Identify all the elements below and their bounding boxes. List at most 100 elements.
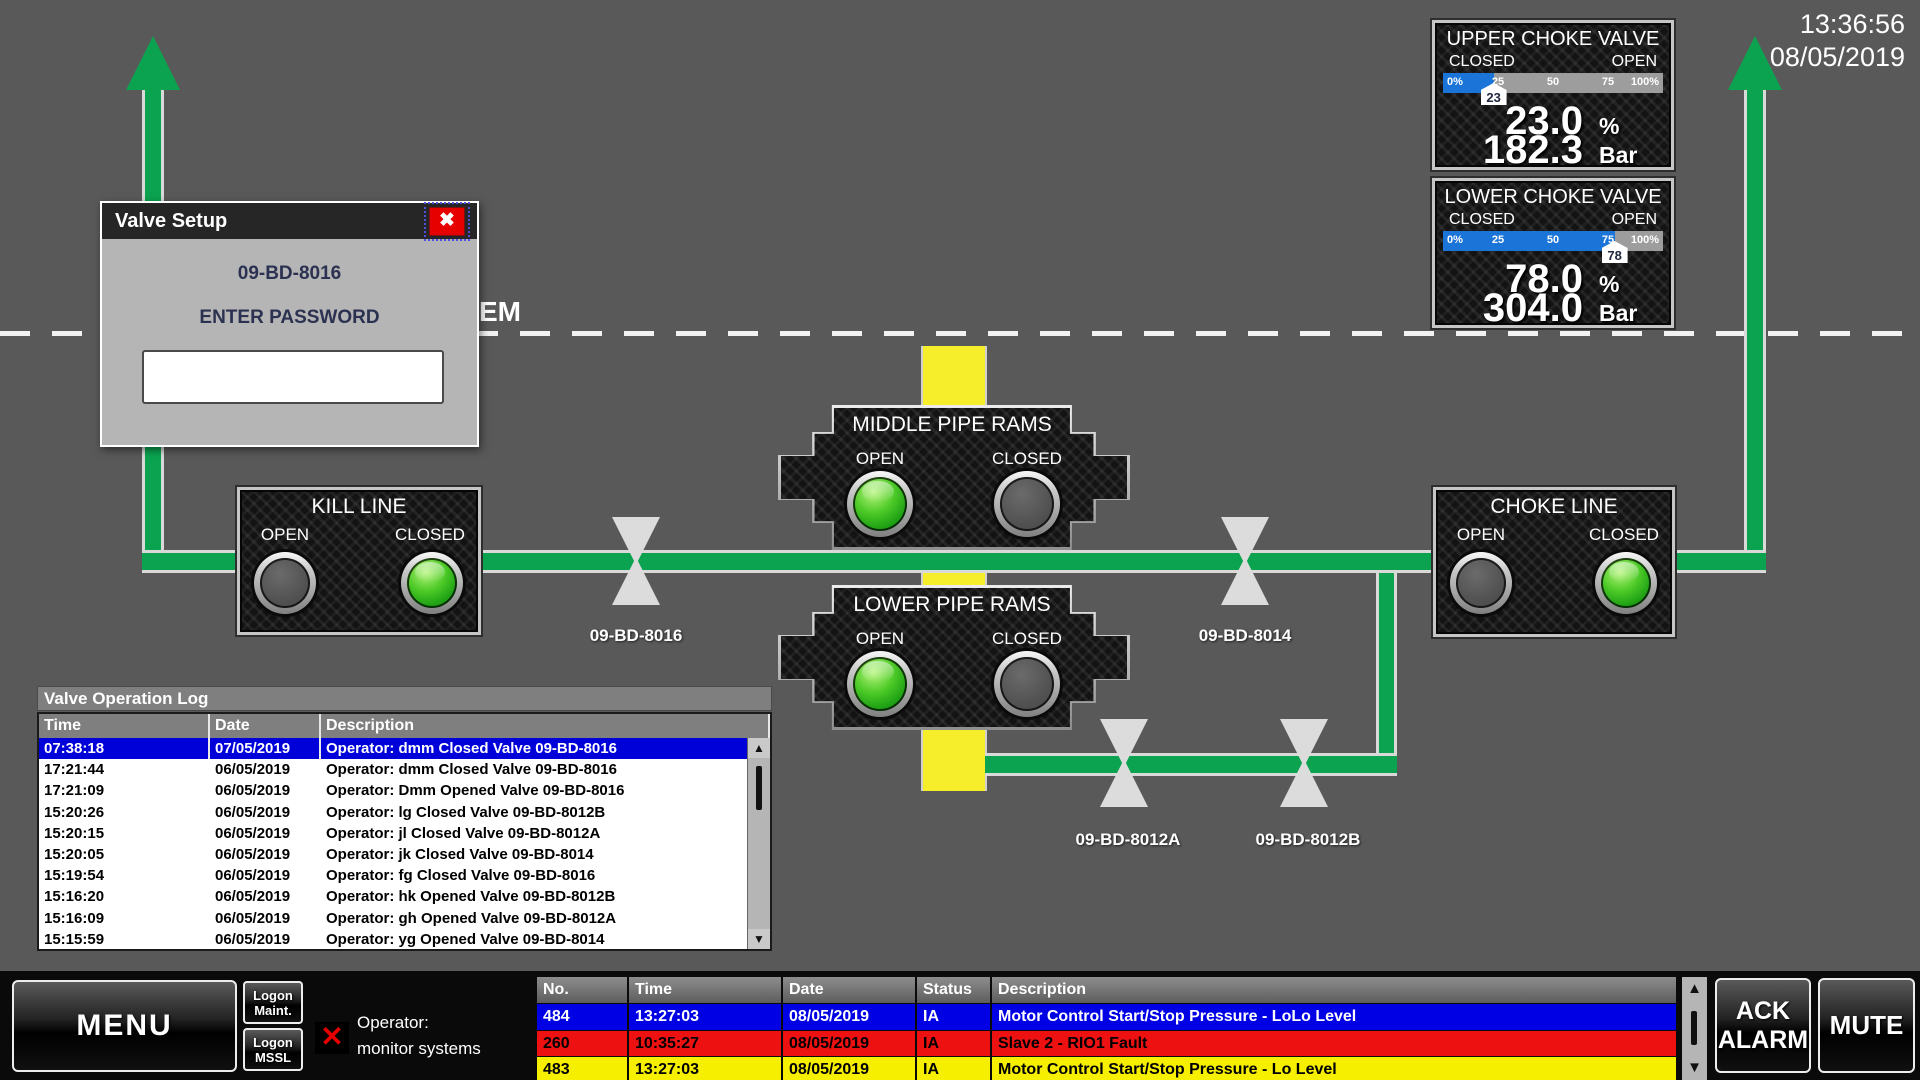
dialog-title: Valve Setup: [115, 210, 228, 232]
upper-choke-pointer: 23: [1480, 83, 1507, 105]
middle-rams-closed-label: CLOSED: [992, 449, 1062, 468]
choke-line-open-label: OPEN: [1456, 525, 1506, 544]
password-input[interactable]: [142, 350, 444, 404]
log-header-row: Time Date Description: [39, 714, 770, 738]
choke-line-closed-lamp[interactable]: [1595, 552, 1657, 614]
page-title-fragment: EM: [479, 296, 521, 327]
alarm-scroll-up-icon[interactable]: ▲: [1682, 977, 1707, 1001]
close-icon[interactable]: ✖: [424, 202, 470, 241]
valve-label-8012B: 09-BD-8012B: [1255, 830, 1361, 849]
clock-time: 13:36:56: [1799, 9, 1905, 39]
kill-line-closed-lamp[interactable]: [401, 552, 463, 614]
valve-setup-dialog: Valve Setup ✖ 09-BD-8016 ENTER PASSWORD: [100, 201, 479, 447]
upper-choke-pressure-unit: Bar: [1599, 142, 1638, 168]
lower-rams-body: [781, 588, 1127, 727]
choke-line-title: CHOKE LINE: [1490, 495, 1618, 518]
lower-choke-percent-value: 78.0: [1505, 257, 1583, 301]
ack-alarm-button[interactable]: ACK ALARM: [1715, 978, 1811, 1073]
choke-branch-down-pipe: [1376, 552, 1397, 776]
middle-rams-body: [781, 408, 1127, 547]
alarm-scrollbar-thumb[interactable]: [1691, 1011, 1697, 1045]
choke-line-riser-pipe: [1744, 86, 1766, 571]
upper-choke-percent-value: 23.0: [1505, 99, 1583, 143]
lower-choke-pressure-unit: Bar: [1599, 300, 1638, 326]
middle-rams-title: MIDDLE PIPE RAMS: [852, 413, 1052, 436]
dialog-password-prompt: ENTER PASSWORD: [199, 307, 380, 328]
lower-choke-position-bar: 0% 25 50 75 100% 78: [1443, 231, 1663, 263]
alarm-header-row: No. Time Date Status Description: [537, 977, 1678, 1003]
log-title: Valve Operation Log: [37, 686, 772, 711]
scroll-down-icon[interactable]: ▼: [748, 929, 770, 949]
lower-pipe-rams-panel: LOWER PIPE RAMS OPEN CLOSED: [778, 585, 1130, 730]
log-col-date: Date: [210, 714, 321, 738]
lower-rams-closed-lamp[interactable]: [994, 651, 1060, 717]
scroll-up-icon[interactable]: ▲: [748, 738, 770, 758]
lower-choke-valve-indicator: LOWER CHOKE VALVE CLOSED OPEN 0% 25 50 7…: [1432, 178, 1674, 330]
alarm-scrollbar[interactable]: ▲ ▼: [1682, 977, 1707, 1080]
middle-rams-open-lamp[interactable]: [847, 471, 913, 537]
valve-label-8012A: 09-BD-8012A: [1075, 830, 1181, 849]
log-col-description: Description: [321, 714, 770, 738]
upper-choke-percent-unit: %: [1599, 113, 1620, 139]
middle-rams-open-label: OPEN: [855, 449, 905, 468]
lower-branch-pipe: [985, 753, 1397, 776]
upper-choke-valve-indicator: UPPER CHOKE VALVE CLOSED OPEN 0% 25 50 7…: [1432, 20, 1674, 172]
lower-choke-percent-unit: %: [1599, 271, 1620, 297]
dialog-titlebar[interactable]: Valve Setup ✖: [102, 202, 477, 241]
upper-choke-title: UPPER CHOKE VALVE: [1446, 28, 1660, 50]
log-scrollbar-thumb[interactable]: [756, 766, 762, 810]
upper-choke-open-label: OPEN: [1611, 53, 1657, 70]
upper-choke-closed-label: CLOSED: [1449, 53, 1515, 70]
lower-choke-pointer: 78: [1601, 241, 1628, 263]
valve-label-8014: 09-BD-8014: [1198, 626, 1292, 645]
kill-line-flow-arrow: [126, 36, 180, 90]
mute-button[interactable]: MUTE: [1818, 978, 1915, 1073]
upper-choke-pressure-value: 182.3: [1482, 128, 1583, 172]
logon-mssl-button[interactable]: Logon MSSL: [243, 1028, 303, 1071]
logon-maint-button[interactable]: Logon Maint.: [243, 981, 303, 1024]
lower-choke-open-label: OPEN: [1611, 211, 1657, 228]
dashed-separator-line: [0, 331, 1920, 336]
middle-rams-closed-lamp[interactable]: [994, 471, 1060, 537]
lower-rams-open-label: OPEN: [855, 629, 905, 648]
valve-operation-log: Valve Operation Log Time Date Descriptio…: [37, 686, 772, 951]
clock-date: 08/05/2019: [1769, 42, 1905, 72]
kill-line-panel: KILL LINE OPEN CLOSED: [237, 487, 481, 635]
bottom-bar: MENU Logon Maint. Logon MSSL ✕ Operator:…: [0, 971, 1920, 1080]
dialog-valve-id: 09-BD-8016: [237, 263, 342, 284]
lower-choke-title: LOWER CHOKE VALVE: [1444, 186, 1662, 208]
valve-label-8016: 09-BD-8016: [589, 626, 683, 645]
log-scrollbar[interactable]: ▲ ▼: [747, 738, 770, 949]
upper-choke-position-bar: 0% 25 50 75 100% 23: [1443, 73, 1663, 105]
menu-button[interactable]: MENU: [12, 980, 237, 1072]
clock: 13:36:56 08/05/2019: [1770, 8, 1905, 74]
log-col-time: Time: [39, 714, 210, 738]
lower-choke-bar-fill: [1443, 231, 1615, 251]
kill-line-open-lamp[interactable]: [254, 552, 316, 614]
choke-line-open-lamp[interactable]: [1450, 552, 1512, 614]
kill-line-title: KILL LINE: [311, 495, 407, 518]
upper-choke-bar-fill: [1443, 73, 1494, 93]
lower-rams-open-lamp[interactable]: [847, 651, 913, 717]
lower-choke-pressure-value: 304.0: [1482, 286, 1583, 330]
lower-choke-closed-label: CLOSED: [1449, 211, 1515, 228]
alarm-scroll-down-icon[interactable]: ▼: [1682, 1056, 1707, 1080]
kill-line-open-label: OPEN: [260, 525, 310, 544]
choke-line-panel: CHOKE LINE OPEN CLOSED: [1433, 487, 1675, 637]
